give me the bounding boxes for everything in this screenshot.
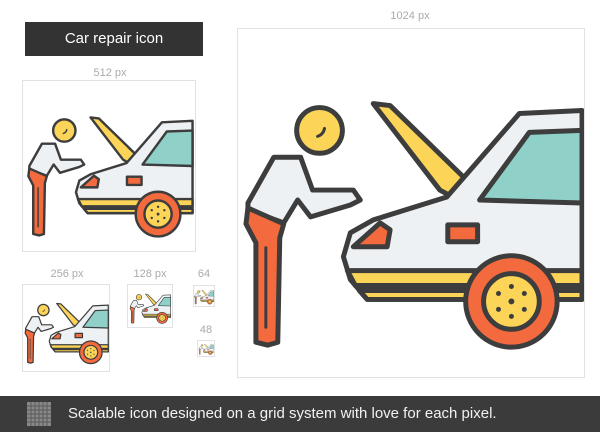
grid-icon xyxy=(27,402,51,426)
size-label-64: 64 xyxy=(197,268,211,280)
car-repair-icon xyxy=(194,286,214,306)
footer-text: Scalable icon designed on a grid system … xyxy=(68,405,497,422)
icon-preview-128 xyxy=(127,284,173,328)
size-label-512: 512 px xyxy=(93,67,127,79)
car-repair-icon xyxy=(238,29,584,377)
icon-preview-48 xyxy=(197,340,215,357)
icon-preview-1024 xyxy=(237,28,585,378)
size-label-256: 256 px xyxy=(50,268,84,280)
size-label-48: 48 xyxy=(199,324,213,336)
icon-preview-64 xyxy=(193,285,215,307)
car-repair-icon xyxy=(23,285,109,371)
car-repair-icon xyxy=(198,341,214,356)
footer-bar: Scalable icon designed on a grid system … xyxy=(0,396,600,432)
size-label-1024: 1024 px xyxy=(390,10,430,22)
car-repair-icon xyxy=(128,285,172,327)
page-title: Car repair icon xyxy=(25,22,203,56)
car-repair-icon xyxy=(23,81,195,251)
icon-preview-512 xyxy=(22,80,196,252)
size-label-128: 128 px xyxy=(133,268,167,280)
icon-preview-256 xyxy=(22,284,110,372)
